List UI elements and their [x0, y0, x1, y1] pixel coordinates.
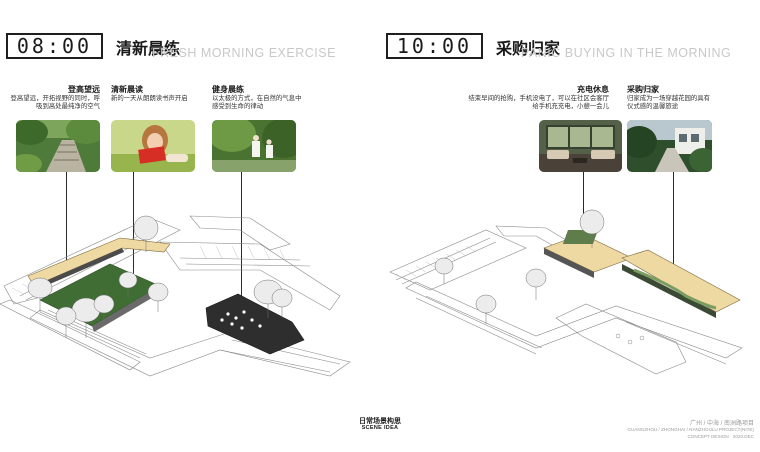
time-label-left: 08:00	[16, 34, 93, 58]
leader-line-reading	[133, 172, 134, 276]
scene-title-left: 清新晨练	[116, 41, 181, 58]
photo-garden-path	[627, 120, 712, 172]
photo-garden-steps	[16, 120, 100, 172]
photo-lounge	[539, 120, 622, 172]
activity-climb: 登高望远 登高望远，开拓视野的同时，呼吸到高处最纯净的空气	[6, 84, 100, 111]
leader-line-charging	[583, 172, 584, 252]
leader-line-climb	[66, 172, 67, 268]
activity-desc: 归家成为一场穿越花园的具有仪式感的温馨旅途	[627, 95, 711, 111]
credit-line: GUANGZHOU / ZHONGHAI / NANZHOULU PROJECT…	[627, 427, 754, 433]
activity-desc: 新的一天从朗朗读书声开启	[111, 95, 188, 102]
photo-taichi	[212, 120, 296, 172]
scene-title-right: 采购归家	[496, 41, 561, 58]
activity-charging: 充电休息 结束早间的抢购，手机没电了，可以在社区会客厅给手机充充电，小憩一会儿	[468, 84, 609, 111]
credit-line: 广州 / 中海 / 南洲路项目	[689, 421, 754, 427]
activity-title: 采购归家	[627, 85, 659, 94]
plaza	[205, 293, 305, 355]
activity-desc: 以太极的方式，在自然的气息中感受到生命的律动	[212, 95, 302, 111]
axonometric-plan-left	[0, 215, 351, 377]
garden-corridor	[621, 249, 741, 313]
activity-desc: 登高望远，开拓视野的同时，呼吸到高处最纯净的空气	[10, 95, 100, 111]
credit-line: CONCEPT DESIGN · 2020.DEC	[687, 433, 754, 439]
activity-title: 充电休息	[577, 85, 609, 94]
leader-line-taichi	[241, 172, 242, 298]
scene-subtitle-left: FRESH MORNING EXERCISE	[152, 46, 336, 60]
activity-title: 登高望远	[68, 85, 100, 94]
photo-girl-reading	[111, 120, 195, 172]
activity-reading: 清新晨读 新的一天从朗朗读书声开启	[111, 84, 195, 103]
footer-title: 日常场景构思	[359, 418, 401, 425]
tree-cluster	[27, 215, 293, 338]
tree-cluster	[434, 209, 605, 324]
axonometric-plan-right	[389, 209, 743, 375]
scene-subtitle-right: PANIC BUYING IN THE MORNING	[521, 46, 732, 60]
time-box-left: 08:00	[6, 33, 103, 59]
time-box-right: 10:00	[386, 33, 483, 59]
activity-desc: 结束早间的抢购，手机没电了，可以在社区会客厅给手机充充电，小憩一会儿	[468, 95, 609, 111]
activity-homecoming: 采购归家 归家成为一场穿越花园的具有仪式感的温馨旅途	[627, 84, 713, 111]
activity-taichi: 健身晨练 以太极的方式，在自然的气息中感受到生命的律动	[212, 84, 304, 111]
footer-subtitle: SCENE IDEA	[361, 425, 399, 431]
time-label-right: 10:00	[396, 34, 473, 58]
activity-title: 清新晨读	[111, 85, 143, 94]
project-credit: 广州 / 中海 / 南洲路项目 GUANGZHOU / ZHONGHAI / N…	[627, 421, 754, 440]
leader-line-homecoming	[673, 172, 674, 282]
activity-title: 健身晨练	[212, 85, 244, 94]
